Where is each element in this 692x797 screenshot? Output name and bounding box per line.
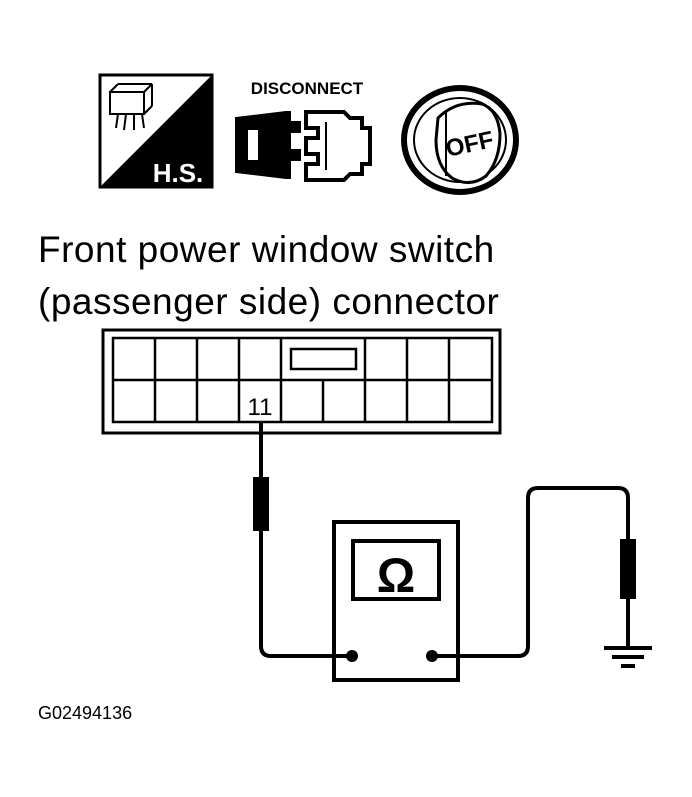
harness-hs-icon: H.S. [98,73,214,189]
connector-housing [101,328,502,435]
figure-id: G02494136 [38,703,133,723]
hs-label: H.S. [153,158,204,188]
disconnect-label: DISCONNECT [251,79,364,98]
ohm-symbol: Ω [377,550,415,603]
caption-line-1: Front power window switch [38,229,495,270]
ohmmeter [332,520,460,682]
connector-caption: Front power window switch (passenger sid… [38,224,499,328]
ground-icon [604,646,652,668]
test-lead-terminal [253,422,352,658]
disconnect-icon: DISCONNECT [235,79,372,182]
test-lead-ground [432,486,636,658]
caption-line-2: (passenger side) connector [38,281,500,322]
ignition-off-icon: OFF [401,85,519,195]
terminal-number: 11 [248,394,273,421]
